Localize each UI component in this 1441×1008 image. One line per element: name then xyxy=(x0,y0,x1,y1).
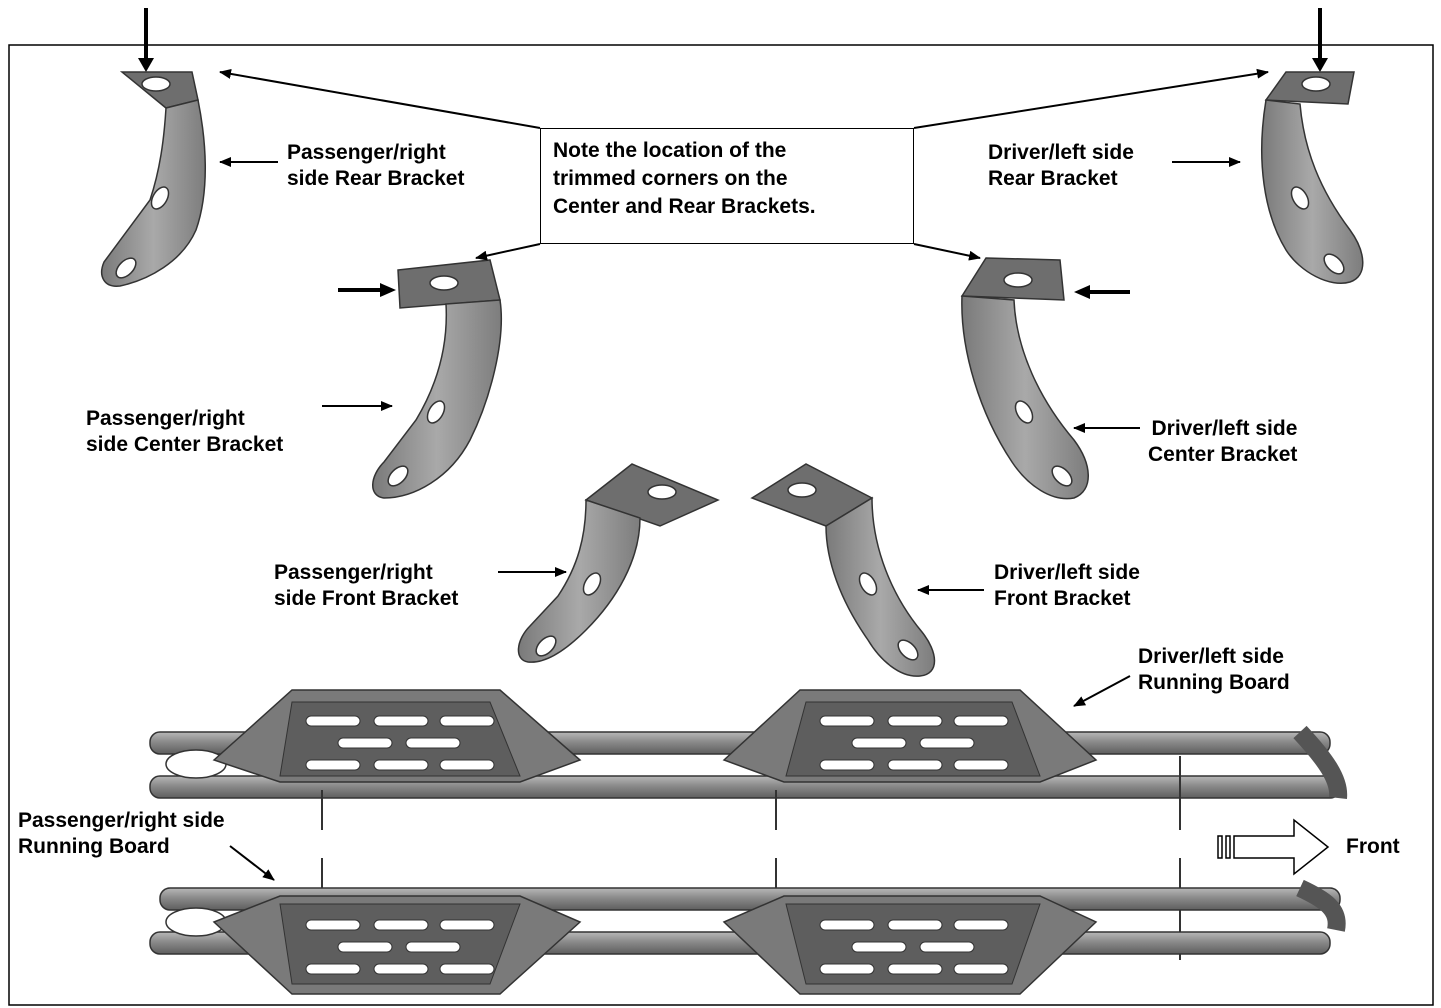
driver-front-bracket xyxy=(750,463,936,677)
passenger-running-board xyxy=(149,879,1346,995)
driver-running-board xyxy=(149,689,1348,799)
note-line: Note the location of the xyxy=(553,139,787,162)
top-right-down-arrow xyxy=(1312,8,1328,72)
label-passenger-center-bracket: Passenger/right side Center Bracket xyxy=(86,407,284,456)
passenger-front-bracket xyxy=(517,463,720,663)
label-driver-rear-bracket: Driver/left side Rear Bracket xyxy=(988,141,1134,190)
note-line: Center and Rear Brackets. xyxy=(553,195,816,218)
label-front: Front xyxy=(1346,835,1400,858)
passenger-board-leader xyxy=(229,845,275,881)
note-line: trimmed corners on the xyxy=(553,167,788,190)
label-driver-running-board: Driver/left side Running Board xyxy=(1138,645,1290,694)
label-driver-center-bracket: Driver/left side Center Bracket xyxy=(1148,417,1298,466)
label-driver-front-bracket: Driver/left side Front Bracket xyxy=(994,561,1140,610)
label-passenger-front-bracket: Passenger/right side Front Bracket xyxy=(274,561,459,610)
front-direction-arrow-icon xyxy=(1217,818,1330,876)
top-left-down-arrow xyxy=(138,8,154,72)
trimmed-corner-arrow-right xyxy=(1074,285,1130,299)
driver-rear-bracket xyxy=(1261,71,1364,284)
note-leader-center-left xyxy=(475,243,541,261)
passenger-center-bracket xyxy=(372,259,503,499)
note-leader-center-right xyxy=(913,243,981,261)
driver-board-leader xyxy=(1073,675,1131,707)
note-box: Note the location of the trimmed corners… xyxy=(540,128,914,244)
label-passenger-running-board: Passenger/right side Running Board xyxy=(18,809,225,858)
figure-frame xyxy=(8,44,1434,1006)
note-leader-rear-right xyxy=(913,68,1269,129)
passenger-rear-bracket xyxy=(100,71,206,287)
trimmed-corner-arrow-left xyxy=(338,283,396,297)
note-leader-rear-left xyxy=(219,68,541,129)
label-passenger-rear-bracket: Passenger/right side Rear Bracket xyxy=(287,141,465,190)
driver-center-bracket xyxy=(960,257,1089,500)
